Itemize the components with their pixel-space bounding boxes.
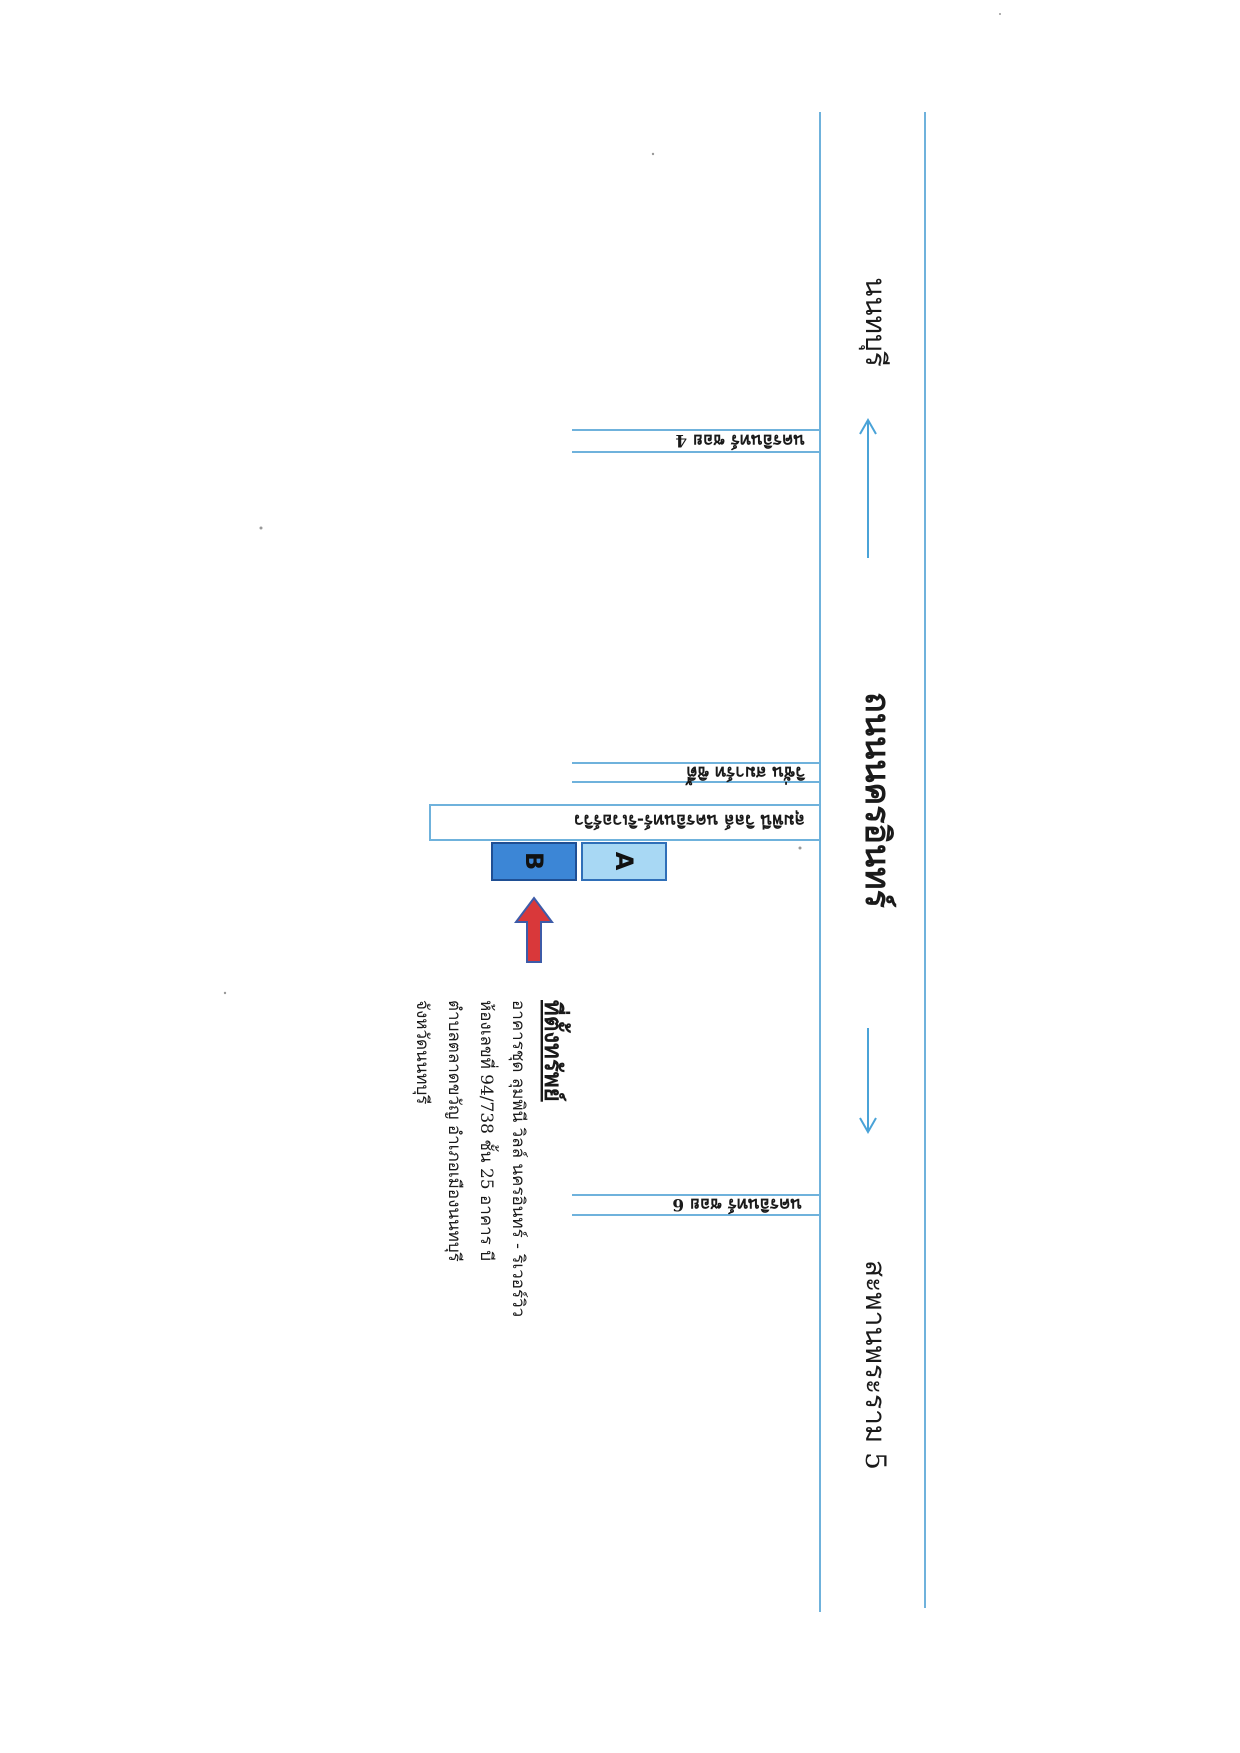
pointer-arrow xyxy=(514,896,554,963)
vision-label: วิชั่น สมาร์ท ซิตี้ xyxy=(685,762,805,786)
location-line-2: ห้องเลขที่ 94/738 ชั้น 25 อาคาร บี xyxy=(476,1000,499,1261)
location-line-1: อาคารชุด ลุมพินี วิลล์ นครอินทร์ - ริเวอ… xyxy=(508,1000,528,1317)
scan-speck xyxy=(259,526,263,530)
destination-south: สะพานพระราม 5 xyxy=(859,1260,892,1470)
soi6-label: นครอินทร์ ซอย 6 xyxy=(672,1194,802,1215)
location-line-4: จังหวัดนนทบุรี xyxy=(412,1000,432,1104)
building-b: B xyxy=(491,842,577,881)
location-line-3: ตำบลตลาดขวัญ อำเภอเมืองนนทบุรี xyxy=(444,1000,464,1262)
building-a-label: A xyxy=(610,852,638,871)
building-b-label: B xyxy=(520,852,548,870)
soi4-label: นครอินทร์ ซอย 4 xyxy=(675,430,805,451)
destination-north: นนทบุรี xyxy=(858,277,892,367)
lumpini-label: ลุมพินี วิลล์ นครอินทร์-ริเวอร์วิว xyxy=(574,810,805,831)
lumpini-road-outline xyxy=(429,804,820,841)
location-title: ที่ตั้งทรัพย์ xyxy=(539,1000,572,1102)
scan-speck xyxy=(223,991,227,995)
direction-arrow-south xyxy=(859,1028,877,1135)
building-a: A xyxy=(581,842,667,881)
main-road-name: ถนนนครอินทร์ xyxy=(857,692,897,908)
scan-speck xyxy=(651,152,655,156)
location-block: ที่ตั้งทรัพย์ อาคารชุด ลุมพินี วิลล์ นคร… xyxy=(412,1000,572,1317)
direction-arrow-north xyxy=(859,417,877,558)
scan-speck xyxy=(798,846,802,850)
scan-speck xyxy=(999,13,1001,15)
